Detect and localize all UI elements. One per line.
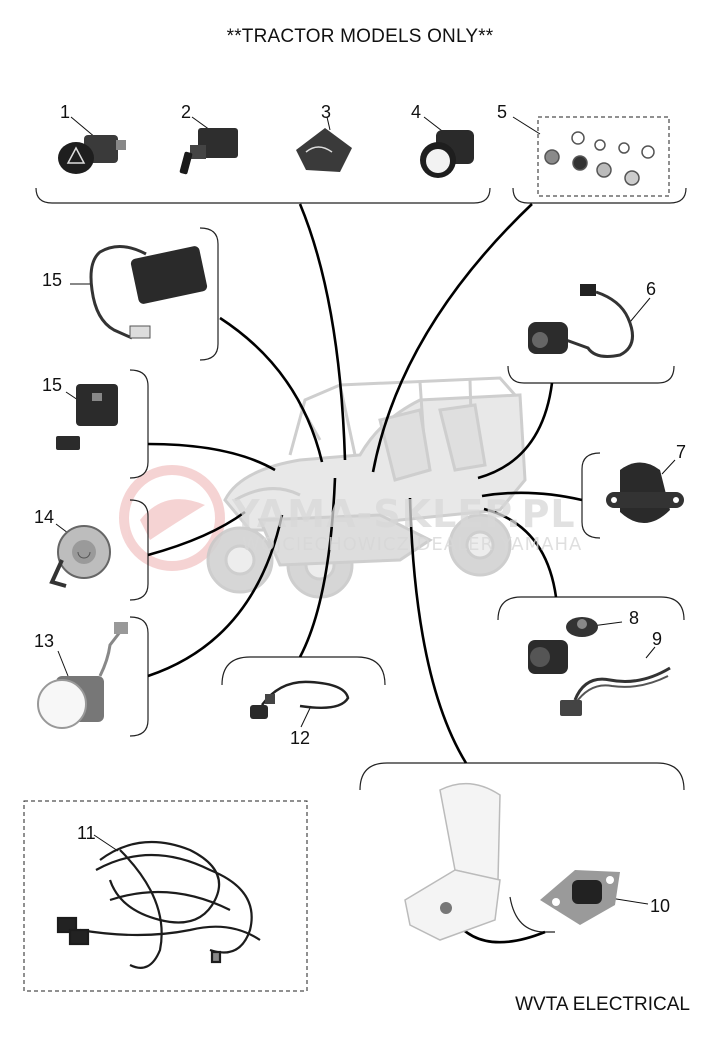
part-2-toggle-switch — [179, 128, 238, 175]
part-13-work-light — [37, 622, 128, 729]
callout-8: 8 — [629, 608, 640, 628]
item-11-dashed-box — [23, 800, 308, 992]
item-5-dashed-box — [537, 116, 670, 197]
part-4-push-button — [420, 130, 474, 178]
callout-1: 1 — [60, 102, 71, 122]
part-10-seat-switch — [540, 870, 620, 925]
part-8-socket — [528, 617, 598, 674]
callout-12: 12 — [290, 728, 311, 748]
callout-14: 14 — [34, 507, 55, 527]
watermark-text: YAMA-SKLEP.PL — [232, 492, 576, 536]
vehicle-illustration — [206, 376, 527, 599]
part-15-relay — [56, 384, 118, 450]
part-1-hazard-switch — [58, 135, 126, 174]
bracket-item-15b — [129, 369, 149, 479]
bracket-item-10-seat — [359, 762, 685, 791]
bracket-item-5 — [512, 187, 687, 204]
callout-15-upper: 15 — [42, 270, 63, 290]
callout-pointers — [55, 116, 676, 905]
part-12-cable — [250, 680, 350, 719]
bracket-item-12 — [221, 656, 386, 686]
part-7-rubber-boot — [606, 462, 684, 524]
part-14-horn — [49, 525, 111, 588]
part-3-rocker-switch — [296, 128, 352, 172]
dealer-logo — [119, 465, 225, 571]
diagram-title: **TRACTOR MODELS ONLY** — [226, 26, 494, 47]
callout-3: 3 — [321, 102, 332, 122]
seat-illustration — [404, 782, 501, 941]
part-15-relay-with-lead — [89, 245, 208, 340]
bracket-item-7 — [581, 452, 601, 539]
part-9-wire-lead — [560, 666, 671, 716]
bracket-item-15a — [199, 227, 219, 361]
callout-7: 7 — [676, 442, 687, 462]
callout-10: 10 — [650, 896, 671, 916]
callout-15-lower: 15 — [42, 375, 63, 395]
bracket-items-8-9 — [497, 596, 685, 621]
watermark-subtext: WOJCIECHOWICZ DEALER YAMAHA — [242, 534, 583, 555]
callout-6: 6 — [646, 279, 657, 299]
leader-lines — [147, 203, 583, 944]
callout-13: 13 — [34, 631, 55, 651]
bracket-top-row — [35, 187, 491, 204]
callout-9: 9 — [652, 629, 663, 649]
part-6-sensor-lead — [528, 284, 634, 358]
bracket-item-13 — [129, 616, 149, 737]
callout-11: 11 — [77, 823, 96, 843]
diagram-footer-label: WVTA ELECTRICAL — [515, 994, 690, 1015]
bracket-item-14 — [129, 499, 149, 601]
part-5-bulbs-and-clips — [544, 131, 655, 186]
part-11-wiring-harness — [56, 840, 261, 969]
callout-5: 5 — [497, 102, 508, 122]
callout-4: 4 — [411, 102, 422, 122]
bracket-item-6 — [507, 365, 675, 384]
callout-2: 2 — [181, 102, 192, 122]
